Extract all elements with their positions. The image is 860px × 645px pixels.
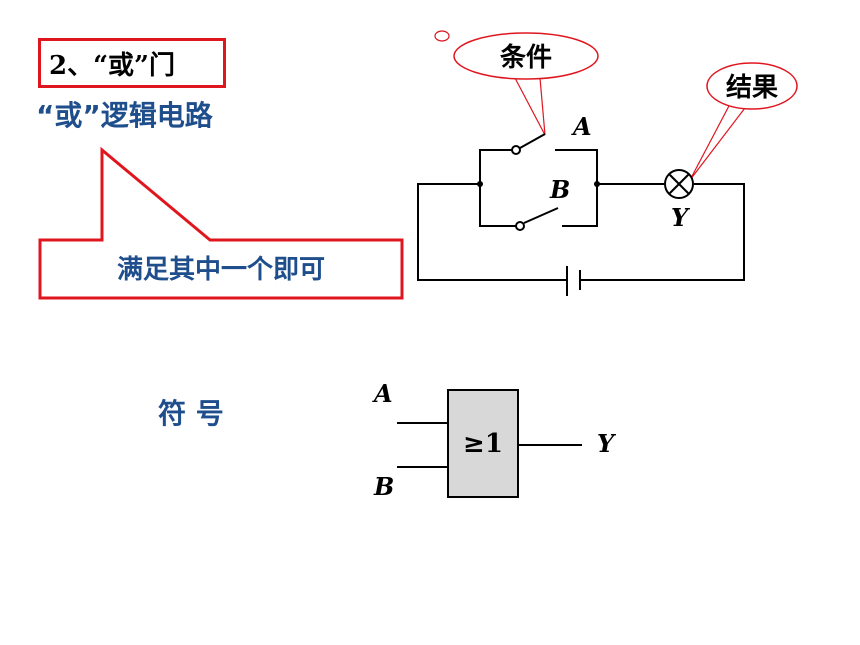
switch-b-label: B	[549, 175, 570, 204]
callout-text: 满足其中一个即可	[117, 255, 325, 285]
switch-a-label: A	[571, 112, 592, 141]
condition-text: 条件	[500, 43, 552, 73]
wire-left	[417, 183, 567, 281]
lamp-label: Y	[671, 203, 691, 232]
branch-b-right	[562, 184, 598, 227]
switch-b-contact	[515, 221, 525, 231]
wire-right	[580, 183, 745, 281]
branch-a-left	[479, 149, 512, 184]
callout-shape	[38, 146, 404, 300]
circuit-subtitle: “或”逻辑电路	[36, 99, 213, 132]
junction-left	[477, 181, 483, 187]
gate-input-b-label: B	[373, 472, 394, 501]
branch-b-left	[479, 184, 516, 227]
switch-a-contact	[511, 145, 521, 155]
switch-b-blade	[523, 207, 559, 224]
result-text: 结果	[726, 73, 778, 103]
switch-a-blade	[519, 133, 546, 149]
or-gate-symbol: ≥1 A B Y	[372, 379, 617, 501]
lamp-cross-2	[668, 173, 690, 195]
section-title: 2、“或”门	[38, 38, 226, 88]
branch-a-right	[555, 149, 598, 184]
condition-ellipse	[453, 32, 599, 80]
circuit	[417, 133, 745, 296]
gate-box	[447, 389, 519, 498]
junction-right	[594, 181, 600, 187]
callout: 满足其中一个即可	[38, 146, 404, 300]
result-bubble: 结果	[689, 62, 798, 181]
gate-input-a-label: A	[372, 379, 393, 408]
symbol-label: 符 号	[158, 397, 224, 430]
thought-dot	[434, 30, 450, 42]
result-pointer	[689, 103, 750, 181]
gate-output-label: Y	[597, 429, 617, 458]
result-ellipse	[706, 62, 798, 110]
condition-bubble: 条件	[434, 30, 599, 136]
gate-text: ≥1	[463, 429, 503, 459]
condition-pointer	[514, 77, 546, 136]
